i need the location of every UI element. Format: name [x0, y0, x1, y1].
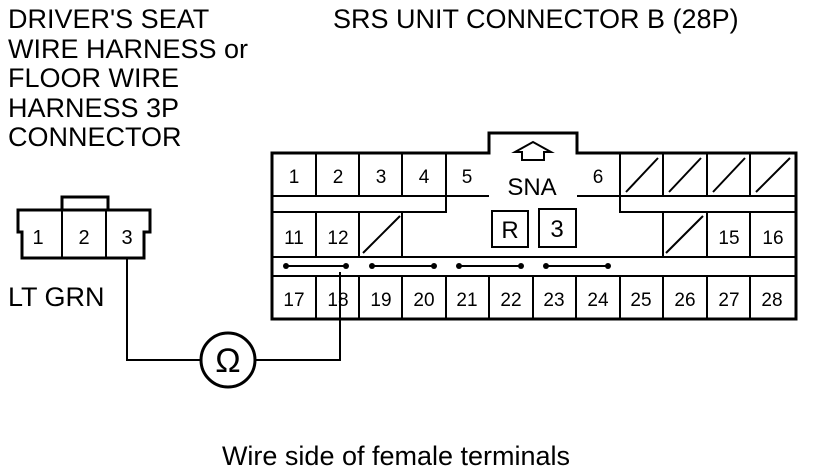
pin-number: 12	[327, 228, 348, 249]
pin-number: 11	[284, 228, 304, 249]
pin-number: 1	[289, 167, 300, 188]
connector-3p-pin: 2	[78, 227, 89, 249]
ohm-symbol: Ω	[215, 342, 240, 380]
row1-dividers	[315, 153, 751, 196]
row2-dividers	[315, 212, 751, 257]
pin-number: 28	[761, 290, 782, 311]
probe-wire-left	[126, 258, 200, 361]
key-outline	[619, 196, 796, 213]
pin-number: 19	[370, 290, 391, 311]
row2-pins: 11 12 15 16	[284, 228, 783, 249]
row3-pins: 17 18 19 20 21 22 23 24 25 26 27 28	[283, 290, 782, 311]
connector-3p-body	[16, 208, 152, 260]
marker-r: R	[501, 217, 518, 244]
up-arrow-icon	[511, 140, 555, 161]
left-title-line-5: CONNECTOR	[8, 122, 182, 152]
pin-number: 20	[413, 290, 434, 311]
measurement-circuit: Ω	[126, 258, 341, 389]
pin-number: 17	[283, 290, 304, 311]
shorting-bars	[283, 263, 611, 269]
pin-number: 6	[593, 167, 604, 188]
connector-28p: SNA R 3 1 2 3 4 5 6 11 12 15 16 17 18 19…	[270, 131, 798, 321]
left-title-line-2: WIRE HARNESS or	[8, 34, 248, 64]
key-outline	[272, 196, 447, 213]
wire-color-label: LT GRN	[8, 282, 105, 312]
footer-caption: Wire side of female terminals	[222, 441, 570, 471]
pin-number: 3	[376, 167, 387, 188]
pin-number: 24	[587, 290, 609, 311]
pin-number: 4	[419, 167, 430, 188]
connector-3p-pin: 1	[32, 227, 43, 249]
pin-number: 22	[500, 290, 521, 311]
pin-number: 21	[456, 290, 477, 311]
left-title-line-1: DRIVER'S SEAT	[8, 4, 209, 34]
row3-dividers	[315, 276, 751, 319]
left-title-line-4: HARNESS 3P	[8, 93, 179, 123]
connector-3p-pin: 3	[121, 227, 132, 249]
left-title-line-3: FLOOR WIRE	[8, 63, 179, 93]
ohmmeter-icon	[199, 331, 257, 389]
pin-number: 16	[762, 228, 783, 249]
pin-number: 2	[333, 167, 344, 188]
left-connector-title: DRIVER'S SEAT WIRE HARNESS or FLOOR WIRE…	[8, 4, 256, 152]
marker-3-box	[538, 208, 577, 248]
row1-pins: 1 2 3 4 5 6	[289, 167, 604, 188]
pin-number: 5	[462, 167, 473, 188]
right-connector-title: SRS UNIT CONNECTOR B (28P)	[333, 4, 739, 34]
marker-3: 3	[550, 216, 563, 243]
pin-number: 26	[674, 290, 695, 311]
pin-number: 23	[543, 290, 564, 311]
connector-3p-latch	[60, 195, 110, 210]
empty-cavity-marks	[362, 157, 791, 254]
pin-number: 15	[718, 228, 739, 249]
key-label: SNA	[507, 174, 556, 201]
pin-number: 18	[327, 290, 348, 311]
pin-number: 27	[718, 290, 739, 311]
probe-wire-right	[256, 272, 341, 361]
pin-number: 25	[630, 290, 651, 311]
connector-3p: 1 2 3	[16, 195, 152, 260]
marker-r-box	[491, 210, 529, 248]
